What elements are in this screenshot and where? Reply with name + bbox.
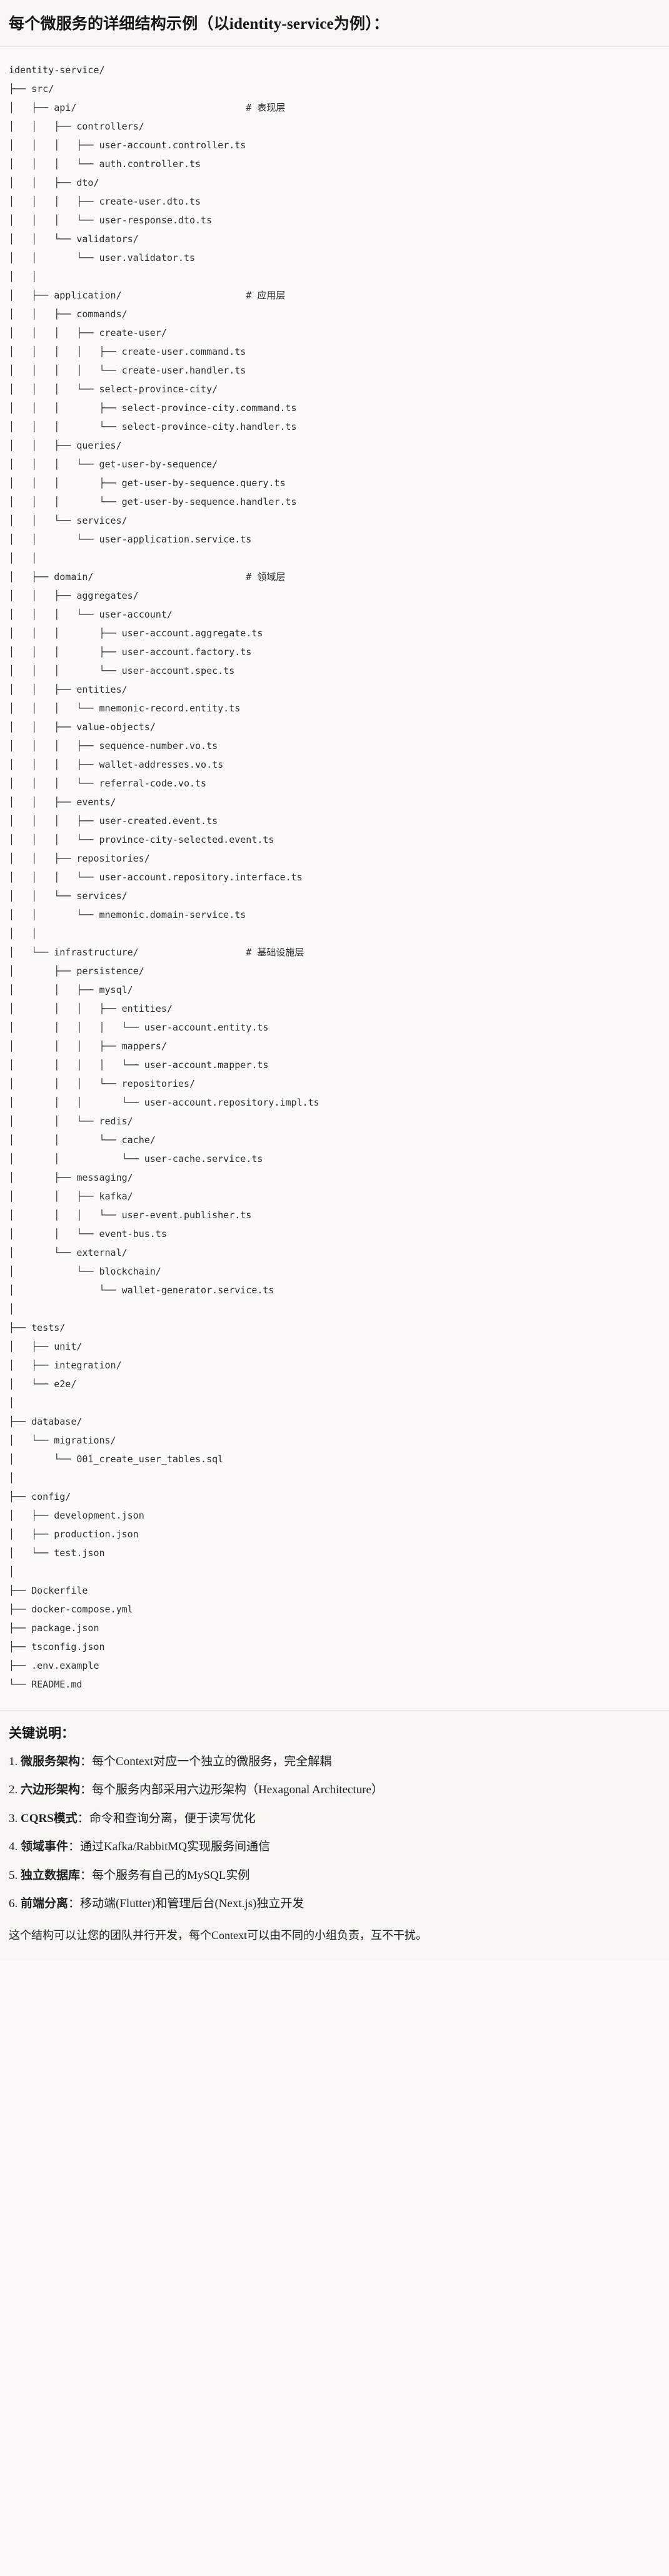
key-note-term: 领域事件 [21,1840,69,1854]
key-note-term: 微服务架构 [21,1754,81,1768]
key-note-index: 6. [9,1897,18,1911]
key-note-item: 6. 前端分离：移动端(Flutter)和管理后台(Next.js)独立开发 [9,1895,660,1913]
key-note-separator: ： [80,1868,93,1882]
key-note-item: 1. 微服务架构：每个Context对应一个独立的微服务，完全解耦 [9,1753,660,1771]
key-note-index: 3. [9,1811,18,1825]
key-note-separator: ： [80,1783,93,1797]
directory-tree-block: identity-service/ ├── src/ │ ├── api/ # … [0,46,669,1710]
key-note-separator: ： [80,1754,93,1768]
key-note-description: 每个服务有自己的MySQL实例 [92,1868,250,1882]
key-note-description: 移动端(Flutter)和管理后台(Next.js)独立开发 [80,1897,304,1911]
key-note-item: 4. 领域事件：通过Kafka/RabbitMQ实现服务间通信 [9,1838,660,1856]
key-note-description: 每个服务内部采用六边形架构（Hexagonal Architecture） [92,1783,383,1797]
key-note-separator: ： [68,1840,81,1854]
key-note-index: 4. [9,1840,18,1854]
key-note-index: 1. [9,1754,18,1768]
key-notes-title: 关键说明： [9,1725,74,1741]
page-title: 每个微服务的详细结构示例（以identity-service为例）： [9,16,390,33]
page-header: 每个微服务的详细结构示例（以identity-service为例）： [0,0,669,47]
key-note-description: 每个Context对应一个独立的微服务，完全解耦 [92,1754,332,1768]
key-note-term: 独立数据库 [21,1868,81,1882]
key-note-description: 通过Kafka/RabbitMQ实现服务间通信 [80,1840,271,1854]
key-note-index: 2. [9,1783,18,1797]
key-note-item: 5. 独立数据库：每个服务有自己的MySQL实例 [9,1867,660,1885]
key-note-term: CQRS模式 [21,1811,78,1825]
directory-tree: identity-service/ ├── src/ │ ├── api/ # … [9,64,319,1690]
key-note-index: 5. [9,1868,18,1882]
key-note-item: 2. 六边形架构：每个服务内部采用六边形架构（Hexagonal Archite… [9,1781,660,1800]
key-note-description: 命令和查询分离，便于读写优化 [89,1811,256,1825]
key-note-item: 3. CQRS模式：命令和查询分离，便于读写优化 [9,1810,660,1828]
key-note-separator: ： [77,1811,89,1825]
key-note-term: 六边形架构 [21,1783,81,1797]
key-note-separator: ： [68,1897,81,1911]
key-notes-footer: 这个结构可以让您的团队并行开发，每个Context可以由不同的小组负责，互不干扰… [9,1928,427,1942]
key-note-term: 前端分离 [21,1897,69,1911]
